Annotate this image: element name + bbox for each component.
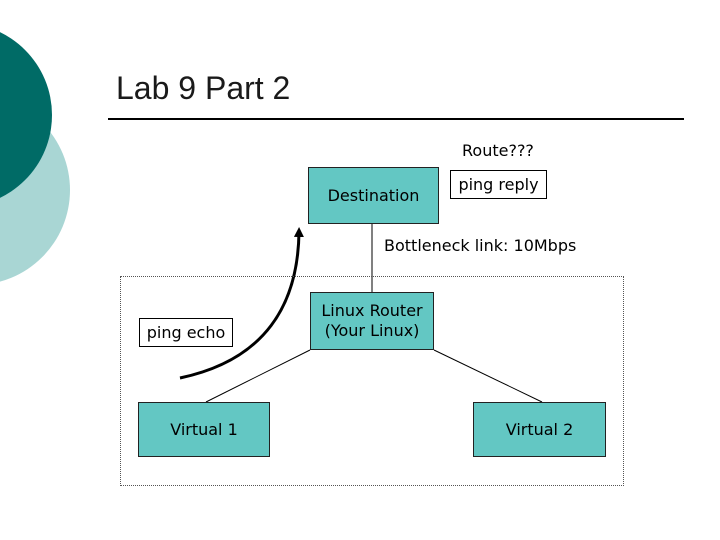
decor-circle-dark xyxy=(0,32,52,198)
linux-router-node: Linux Router (Your Linux) xyxy=(310,292,434,350)
ping-reply-label: ping reply xyxy=(458,175,539,194)
slide-title: Lab 9 Part 2 xyxy=(116,70,291,106)
ping-arrow-path xyxy=(179,227,304,380)
ping-reply-box: ping reply xyxy=(450,170,547,199)
virtual-network-region xyxy=(120,276,624,486)
router-virtual2-line xyxy=(433,349,543,403)
virtual-2-node: Virtual 2 xyxy=(473,402,606,457)
title-rule xyxy=(108,118,684,120)
router-label-line2: (Your Linux) xyxy=(324,321,420,340)
virtual-2-label: Virtual 2 xyxy=(505,420,574,439)
virtual-1-label: Virtual 1 xyxy=(170,420,238,439)
ping-echo-label: ping echo xyxy=(146,323,226,342)
router-label-line1: Linux Router xyxy=(321,301,423,320)
decorative-circles xyxy=(0,32,70,282)
virtual-1-node: Virtual 1 xyxy=(138,402,270,457)
route-label: Route??? xyxy=(462,141,534,160)
router-virtual1-line xyxy=(205,349,311,403)
bottleneck-label: Bottleneck link: 10Mbps xyxy=(384,236,577,255)
ping-echo-box: ping echo xyxy=(139,318,233,347)
destination-node: Destination xyxy=(308,167,439,224)
destination-label: Destination xyxy=(327,186,420,205)
